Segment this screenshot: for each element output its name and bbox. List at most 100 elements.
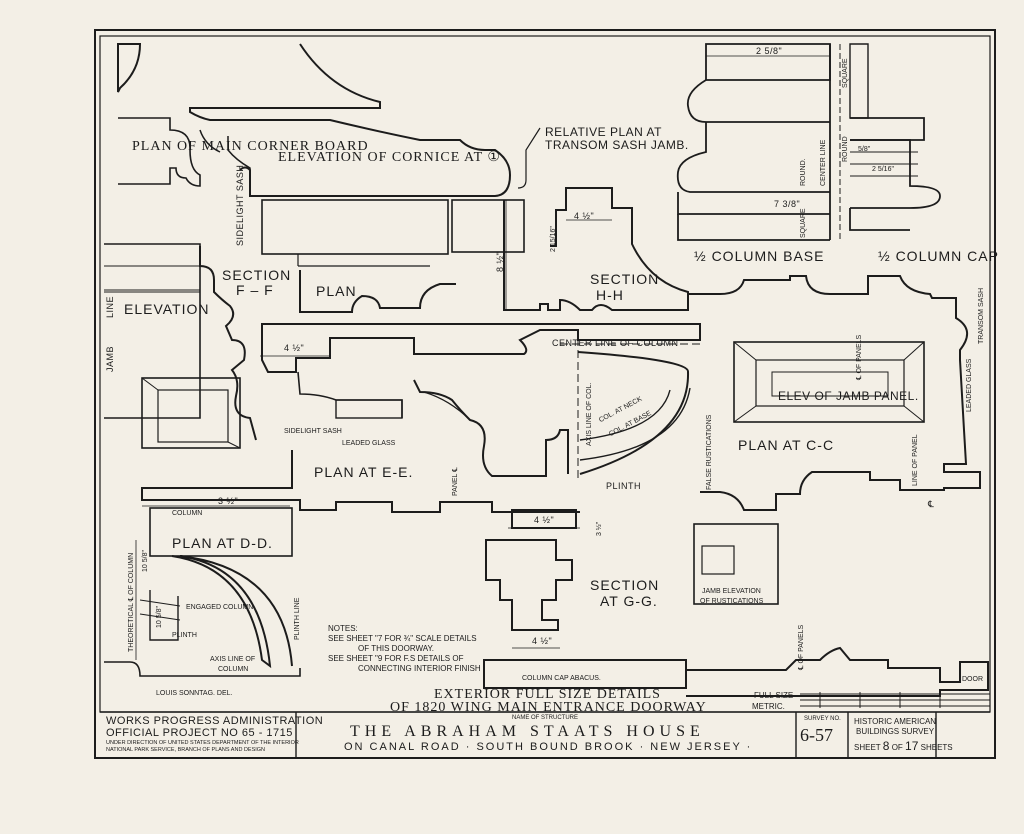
label-jamb-elevation: JAMB ELEVATION (702, 588, 761, 595)
habs-line-2: BUILDINGS SURVEY (856, 727, 935, 736)
jamb-panel (733, 341, 925, 423)
label-section-hh-letter: H-H (596, 287, 624, 303)
label-section-gg-letter: AT G-G. (600, 593, 658, 609)
sheet-number: 8 (882, 739, 890, 753)
label-transom-sash: TRANSOM SASH (978, 287, 985, 344)
section-hh-profile (503, 187, 689, 311)
label-half-column-base: ½ COLUMN BASE (694, 248, 825, 264)
label-section-gg: SECTION (590, 577, 660, 593)
notes-line-3: SEE SHEET "9 FOR F.S DETAILS OF (328, 654, 464, 663)
label-sidelight-sash-2: SIDELIGHT SASH (284, 428, 342, 435)
sheet-of: OF (891, 743, 903, 752)
dim-13: 10 5/8" (156, 606, 163, 628)
dim-11: 4 ½" (532, 636, 553, 646)
dim-12: 10 5/8" (142, 550, 149, 572)
habs-line-1: HISTORIC AMERICAN (854, 717, 937, 726)
column-dd-arc (171, 555, 293, 669)
label-section-ff: SECTION (222, 267, 292, 283)
label-section-ff-letter: F – F (236, 282, 274, 298)
plan-profile (299, 270, 456, 313)
survey-no-label: SURVEY NO. (804, 716, 841, 722)
relative-plan-line (517, 127, 541, 189)
dim-1: 2 5/8" (756, 46, 783, 56)
plan-ee-lower (141, 450, 580, 513)
name-of-structure-label: NAME OF STRUCTURE (512, 715, 578, 721)
label-line: LINE (105, 295, 115, 318)
sheet-total: 17 (905, 739, 919, 753)
label-door: DOOR (962, 676, 983, 683)
label-axis-line-col: AXIS LINE OF COL. (586, 382, 593, 446)
wpa-line-3: UNDER DIRECTION OF UNITED STATES DEPARTM… (106, 740, 299, 746)
label-cl-of-panels-2: ℄ OF PANELS (798, 624, 805, 670)
label-plan-at-cc: PLAN AT C-C (738, 437, 835, 453)
label-column-short: COLUMN (218, 666, 249, 673)
label-plinth-2: PLINTH (172, 632, 197, 639)
dim-5: 8 ½" (495, 251, 505, 272)
sheet-prefix: SHEET (854, 743, 881, 752)
label-elev-jamb-panel: ELEV OF JAMB PANEL. (778, 389, 919, 403)
label-false-rustications: FALSE RUSTICATIONS (706, 414, 713, 490)
structure-location: ON CANAL ROAD · SOUTH BOUND BROOK · NEW … (344, 741, 753, 753)
label-plan-corner-board-1: PLAN OF MAIN CORNER BOARD (132, 139, 369, 154)
label-leaded-glass: LEADED GLASS (342, 440, 396, 447)
outer-border (94, 29, 996, 759)
cornice-profile (117, 43, 512, 197)
label-plan-at-ee: PLAN AT E-E. (314, 464, 414, 480)
label-square-top: SQUARE (842, 58, 849, 88)
label-author: LOUIS SONNTAG. DEL. (156, 690, 233, 697)
dim-3: 7 3/8" (774, 199, 801, 209)
notes-block: NOTES: SEE SHEET "7 FOR ¾" SCALE DETAILS… (328, 624, 528, 674)
dim-10: 3 ½" (596, 521, 603, 536)
dim-2: 2 5/16" (872, 166, 894, 173)
label-sidelight-sash-vert: SIDELIGHT SASH (235, 164, 245, 246)
dimension-lines (135, 55, 830, 660)
label-axis-line-of: AXIS LINE OF (210, 656, 256, 663)
label-center-line-column: CENTER LINE OF COLUMN (552, 338, 679, 348)
label-square-bottom: SQUARE (800, 208, 807, 238)
left-elevation (104, 243, 201, 419)
label-line-of-panel: LINE OF PANEL (912, 434, 919, 486)
sheet-suffix: SHEETS (920, 743, 953, 752)
column-base-cap (676, 43, 941, 242)
notes-heading: NOTES: (328, 624, 358, 633)
label-half-column-cap: ½ COLUMN CAP (878, 248, 999, 264)
label-elevation-cornice: ELEVATION OF CORNICE AT ① (278, 150, 501, 165)
bottom-profile (686, 646, 989, 697)
label-round: ROUND. (800, 158, 807, 186)
label-cl-of-panels: ℄ OF PANELS (856, 334, 863, 380)
label-plinth-line: PLINTH LINE (294, 597, 301, 640)
scale-bar (800, 692, 990, 708)
cornice-block-1 (261, 199, 449, 255)
sheet-count: SHEET 8 OF 17 SHEETS (854, 740, 953, 752)
label-cl-right: ℄ (928, 499, 935, 509)
cornice-block-2 (451, 199, 525, 253)
label-column: COLUMN (172, 510, 203, 517)
plan-cc-outline (688, 275, 981, 511)
label-plinth: PLINTH (606, 481, 642, 491)
sheet-title-line-1: EXTERIOR FULL SIZE DETAILS (434, 687, 661, 702)
label-transom-sash-jamb: TRANSOM SASH JAMB. (545, 138, 689, 152)
wpa-line-2: OFFICIAL PROJECT NO 65 - 1715 (106, 727, 293, 739)
structure-name: THE ABRAHAM STAATS HOUSE (350, 723, 705, 740)
title-block-lines (100, 711, 990, 758)
label-theoretical-cl: THEORETICAL ℄ OF COLUMN (128, 552, 135, 652)
corner-board-plan (118, 117, 201, 187)
dim-4: 4 ½" (574, 211, 595, 221)
label-of-rustications: OF RUSTICATIONS (700, 598, 764, 605)
plan-ee-outline (261, 323, 701, 373)
wpa-line-1: WORKS PROGRESS ADMINISTRATION (106, 715, 324, 727)
plan-dd-box (149, 507, 293, 557)
label-section-hh: SECTION (590, 271, 660, 287)
section-gg-stack (483, 509, 687, 689)
label-panel-cl: PANEL ℄ (452, 467, 459, 496)
label-leaded-glass-right: LEADED GLASS (966, 358, 973, 412)
label-engaged-column: ENGAGED COLUMN (186, 604, 254, 611)
label-plan: PLAN (316, 283, 357, 299)
notes-line-4: CONNECTING INTERIOR FINISH (358, 664, 481, 673)
dim-8: 3 ½" (218, 496, 239, 506)
jamb-elevation-box (693, 523, 779, 605)
label-plan-at-dd: PLAN AT D-D. (172, 535, 273, 551)
label-center-line: CENTER LINE (820, 139, 827, 186)
